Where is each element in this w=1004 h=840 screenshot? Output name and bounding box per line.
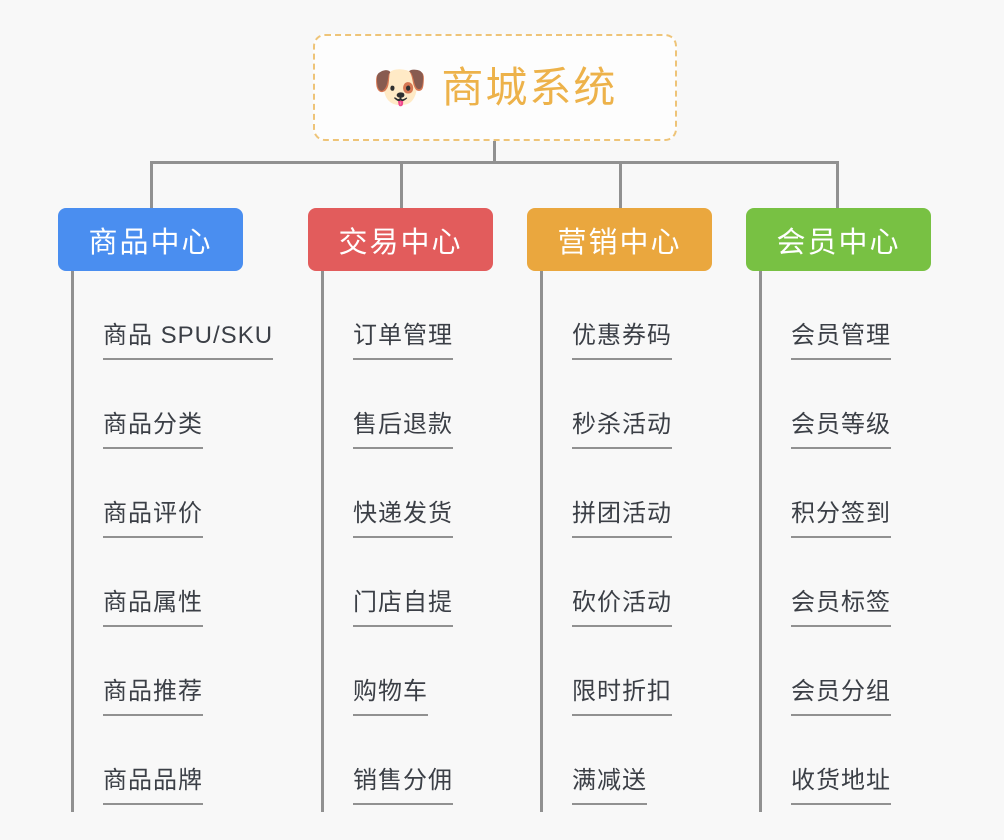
branch-marketing-center: 营销中心 优惠券码 秒杀活动 拼团活动 砍价活动 限时折扣 满减送	[527, 208, 747, 812]
leaf-label: 积分签到	[791, 500, 891, 538]
leaf-item[interactable]: 会员标签	[746, 538, 966, 627]
leaf-list-trade-center: 订单管理 售后退款 快递发货 门店自提 购物车 销售分佣	[308, 271, 528, 805]
leaf-label: 商品属性	[103, 589, 203, 627]
leaf-label: 商品 SPU/SKU	[103, 322, 274, 360]
branch-rail-marketing-center	[540, 271, 543, 812]
leaf-label: 秒杀活动	[572, 411, 672, 449]
leaf-label: 砍价活动	[572, 589, 672, 627]
leaf-item[interactable]: 销售分佣	[308, 716, 528, 805]
connector-drop-member-center	[836, 161, 839, 209]
leaf-label: 购物车	[353, 678, 428, 716]
leaf-label: 拼团活动	[572, 500, 672, 538]
branch-rail-trade-center	[321, 271, 324, 812]
leaf-label: 商品品牌	[103, 767, 203, 805]
branch-product-center: 商品中心 商品 SPU/SKU 商品分类 商品评价 商品属性 商品推荐 商品品牌	[58, 208, 308, 812]
leaf-item[interactable]: 收货地址	[746, 716, 966, 805]
leaf-label: 商品推荐	[103, 678, 203, 716]
connector-drop-marketing-center	[619, 161, 622, 209]
leaf-item[interactable]: 订单管理	[308, 271, 528, 360]
branch-header-label: 交易中心	[338, 226, 463, 259]
leaf-label: 会员管理	[791, 322, 891, 360]
branch-rail-product-center	[71, 271, 74, 812]
leaf-item[interactable]: 秒杀活动	[527, 360, 747, 449]
branch-header-marketing-center[interactable]: 营销中心	[527, 208, 712, 271]
branch-header-label: 商品中心	[88, 226, 213, 259]
leaf-item[interactable]: 砍价活动	[527, 538, 747, 627]
root-node[interactable]: 🐶 商城系统	[313, 34, 677, 141]
branch-trade-center: 交易中心 订单管理 售后退款 快递发货 门店自提 购物车 销售分佣	[308, 208, 528, 812]
connector-horizontal-bus	[150, 161, 839, 164]
branch-header-label: 会员中心	[776, 226, 901, 259]
connector-drop-trade-center	[400, 161, 403, 209]
leaf-label: 销售分佣	[353, 767, 453, 805]
leaf-item[interactable]: 优惠券码	[527, 271, 747, 360]
connector-root-stem	[493, 141, 496, 163]
leaf-label: 会员标签	[791, 589, 891, 627]
leaf-label: 门店自提	[353, 589, 453, 627]
leaf-item[interactable]: 购物车	[308, 627, 528, 716]
branch-header-label: 营销中心	[557, 226, 682, 259]
connector-drop-product-center	[150, 161, 153, 209]
branch-rail-member-center	[759, 271, 762, 812]
leaf-item[interactable]: 会员管理	[746, 271, 966, 360]
leaf-list-product-center: 商品 SPU/SKU 商品分类 商品评价 商品属性 商品推荐 商品品牌	[58, 271, 308, 805]
leaf-item[interactable]: 商品评价	[58, 449, 308, 538]
leaf-label: 商品分类	[103, 411, 203, 449]
leaf-item[interactable]: 会员等级	[746, 360, 966, 449]
root-title: 商城系统	[441, 63, 618, 111]
leaf-list-member-center: 会员管理 会员等级 积分签到 会员标签 会员分组 收货地址	[746, 271, 966, 805]
leaf-item[interactable]: 积分签到	[746, 449, 966, 538]
leaf-item[interactable]: 会员分组	[746, 627, 966, 716]
leaf-list-marketing-center: 优惠券码 秒杀活动 拼团活动 砍价活动 限时折扣 满减送	[527, 271, 747, 805]
leaf-item[interactable]: 商品分类	[58, 360, 308, 449]
leaf-label: 售后退款	[353, 411, 453, 449]
leaf-item[interactable]: 商品属性	[58, 538, 308, 627]
leaf-item[interactable]: 商品推荐	[58, 627, 308, 716]
leaf-item[interactable]: 门店自提	[308, 538, 528, 627]
leaf-label: 商品评价	[103, 500, 203, 538]
leaf-label: 限时折扣	[572, 678, 672, 716]
leaf-label: 会员分组	[791, 678, 891, 716]
branch-header-member-center[interactable]: 会员中心	[746, 208, 931, 271]
leaf-label: 快递发货	[353, 500, 453, 538]
leaf-label: 优惠券码	[572, 322, 672, 360]
shiba-dog-icon: 🐶	[372, 62, 428, 112]
leaf-label: 订单管理	[353, 322, 453, 360]
leaf-item[interactable]: 满减送	[527, 716, 747, 805]
leaf-item[interactable]: 快递发货	[308, 449, 528, 538]
leaf-label: 收货地址	[791, 767, 891, 805]
leaf-item[interactable]: 拼团活动	[527, 449, 747, 538]
leaf-item[interactable]: 限时折扣	[527, 627, 747, 716]
leaf-label: 会员等级	[791, 411, 891, 449]
branch-header-product-center[interactable]: 商品中心	[58, 208, 243, 271]
leaf-item[interactable]: 商品品牌	[58, 716, 308, 805]
branch-header-trade-center[interactable]: 交易中心	[308, 208, 493, 271]
leaf-item[interactable]: 售后退款	[308, 360, 528, 449]
leaf-item[interactable]: 商品 SPU/SKU	[58, 271, 308, 360]
leaf-label: 满减送	[572, 767, 647, 805]
branch-member-center: 会员中心 会员管理 会员等级 积分签到 会员标签 会员分组 收货地址	[746, 208, 966, 812]
